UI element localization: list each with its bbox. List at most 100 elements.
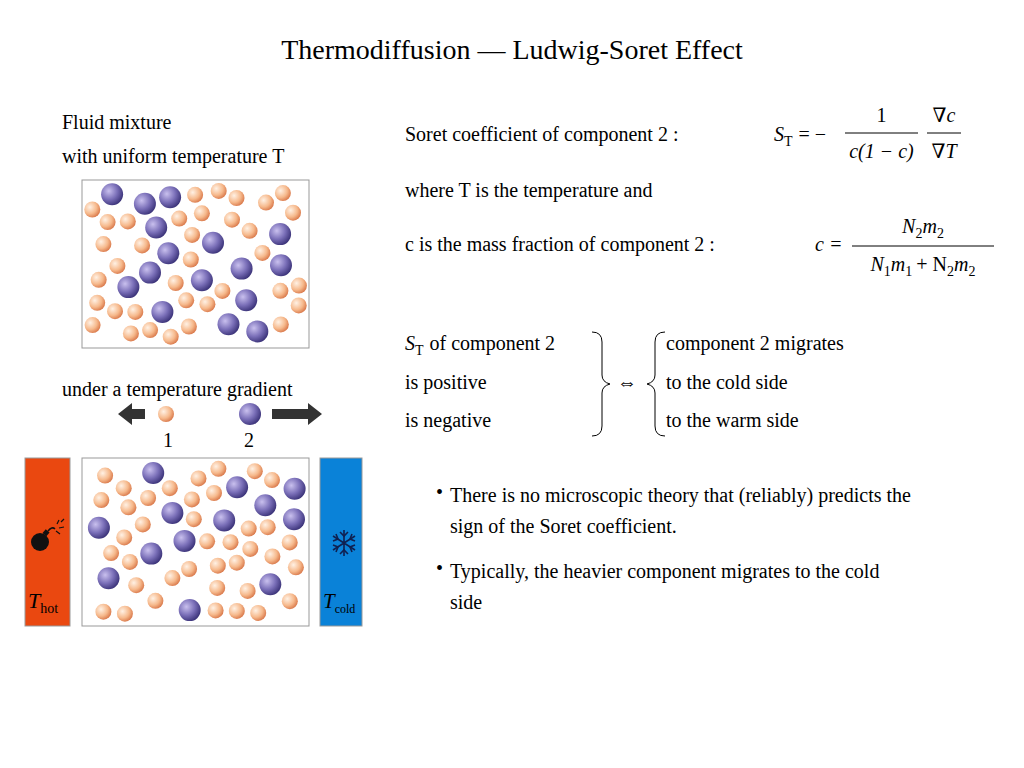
text-line: 1 [163,428,173,452]
particle [235,289,257,311]
particle [116,529,132,545]
label: m [922,215,936,237]
particle [226,476,248,498]
text-line: ⇔ [617,370,637,394]
label: Typically, the heavier component migrate… [450,560,879,613]
reservoir-label: Thot [28,589,58,616]
label: m [954,253,968,275]
particle [229,555,245,571]
cold-bar [320,458,362,626]
particle [223,534,239,550]
label: = − [799,123,827,145]
label: N [902,215,915,237]
particle [291,278,307,294]
particle [120,213,136,229]
particle [258,195,274,211]
reservoir-label: Tcold [323,589,355,616]
particle [186,511,202,527]
particle [157,242,179,264]
subscript: 2 [968,264,975,279]
particle [184,491,200,507]
subscript: cold [335,602,356,616]
text-line: where T is the temperature and [405,178,653,202]
label: S [405,332,415,354]
particle [247,463,263,479]
particle [259,573,281,595]
particle [264,548,280,564]
particle [285,205,301,221]
label: c = [815,233,842,255]
label: 2 [244,429,254,451]
large-particle [239,403,261,425]
label: N [871,253,884,275]
subscript: 1 [905,264,912,279]
right-arrow [272,403,322,425]
text-line: Fluid mixture [62,110,171,134]
slide-title: Thermodiffusion — Ludwig-Soret Effect [0,34,1024,66]
particle [211,183,227,199]
fraction-bar [845,133,918,134]
text-line: There is no microscopic theory that (rel… [450,480,930,542]
fraction-bar [927,133,961,134]
cold-reservoir: Tcold [320,458,362,626]
label: with uniform temperature T [62,145,284,167]
particle [270,254,292,276]
label: where T is the temperature and [405,179,653,201]
particle [264,472,280,488]
particle [127,304,143,320]
particle [183,252,199,268]
particle [269,223,291,245]
particle [162,480,178,496]
label: c is the mass fraction of component 2 : [405,233,715,255]
particle [210,558,226,574]
label: to the cold side [666,371,788,393]
particle [103,545,119,561]
label: is positive [405,371,487,393]
text-line: c is the mass fraction of component 2 : [405,232,715,256]
particle [275,185,291,201]
particle [98,567,120,589]
particle [179,599,201,621]
subscript: T [784,134,793,149]
particle [135,516,151,532]
subscript: hot [40,601,58,616]
text-line: c(1 − c) [845,139,918,163]
label: ⇔ [617,371,637,393]
particle [107,303,123,319]
label: to the warm side [666,409,799,431]
text-line: to the warm side [666,408,799,432]
particle [240,583,256,599]
snowflake-icon [333,530,355,556]
particle [210,461,226,477]
label: under a temperature gradient [62,378,292,400]
label: component 2 migrates [666,332,844,354]
gradient-box [82,458,309,626]
label: • [436,557,443,579]
particle [174,530,196,552]
text-line: Soret coefficient of component 2 : [405,122,678,146]
text-line: 1 [845,103,918,127]
particle [184,227,200,243]
particle [214,283,230,299]
text-line: 2 [244,428,254,452]
label: of component 2 [430,332,556,354]
particle [181,561,197,577]
text-line: with uniform temperature T [62,144,284,168]
particle [242,223,258,239]
text-line: N1m1+ N2m2 [852,252,994,279]
particle [288,559,304,575]
label: m [891,253,905,275]
particle [282,534,298,550]
particle [85,317,101,333]
particle [206,485,222,501]
particle [282,593,298,609]
particle [208,602,224,618]
particle [202,232,224,254]
text-line: to the cold side [666,370,788,394]
particle [134,237,150,253]
particle [164,570,180,586]
label: ∇T [931,140,956,162]
label: + N [916,253,947,275]
particle [109,258,125,274]
text-line: under a temperature gradient [62,377,292,401]
